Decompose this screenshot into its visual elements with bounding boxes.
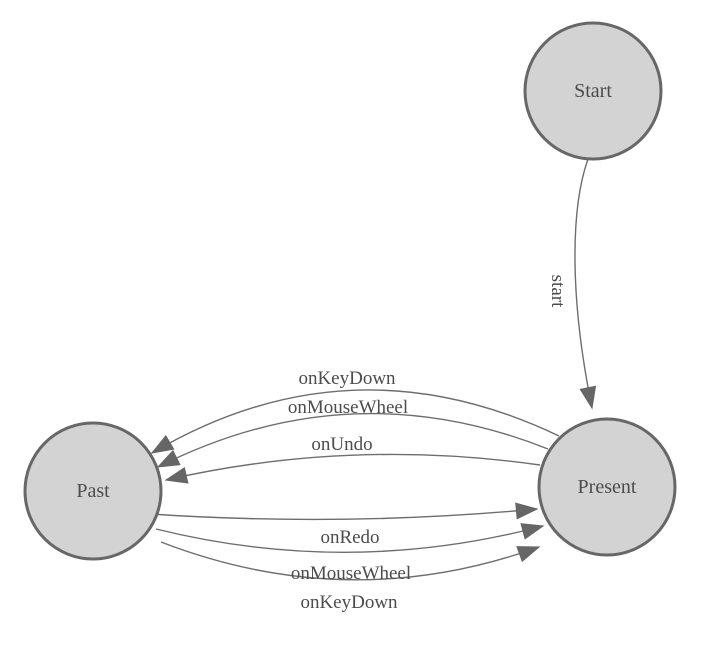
edge-onredo-past-to-present: [149, 502, 539, 521]
present-node[interactable]: Present: [537, 417, 677, 557]
edge-start-to-present: [574, 158, 597, 410]
edge-onkeydown-present-to-past: [150, 389, 560, 454]
start-node-label: Start: [574, 80, 612, 102]
past-node[interactable]: Past: [23, 421, 163, 561]
past-node-label: Past: [76, 480, 110, 502]
edge-onkeydown-past-to-present: [160, 541, 541, 581]
edge-label-onkeydown-top: onKeyDown: [298, 368, 396, 389]
edge-label-onmousewheel-bottom: onMouseWheel: [291, 563, 411, 584]
start-node-circle[interactable]: [523, 21, 663, 161]
past-node-circle[interactable]: [23, 421, 163, 561]
edge-label-start: start: [547, 275, 568, 308]
edge-label-onmousewheel-top: onMouseWheel: [288, 397, 408, 418]
edge-label-onredo: onRedo: [320, 527, 379, 548]
present-node-circle[interactable]: [537, 417, 677, 557]
edge-label-onkeydown-bottom: onKeyDown: [300, 592, 398, 613]
edge-onmousewheel-present-to-past: [156, 412, 549, 468]
start-node[interactable]: Start: [523, 21, 663, 161]
present-node-label: Present: [578, 476, 637, 498]
edge-label-onundo: onUndo: [311, 434, 372, 455]
edge-onmousewheel-past-to-present: [155, 523, 545, 553]
edge-onundo-present-to-past: [164, 453, 541, 484]
